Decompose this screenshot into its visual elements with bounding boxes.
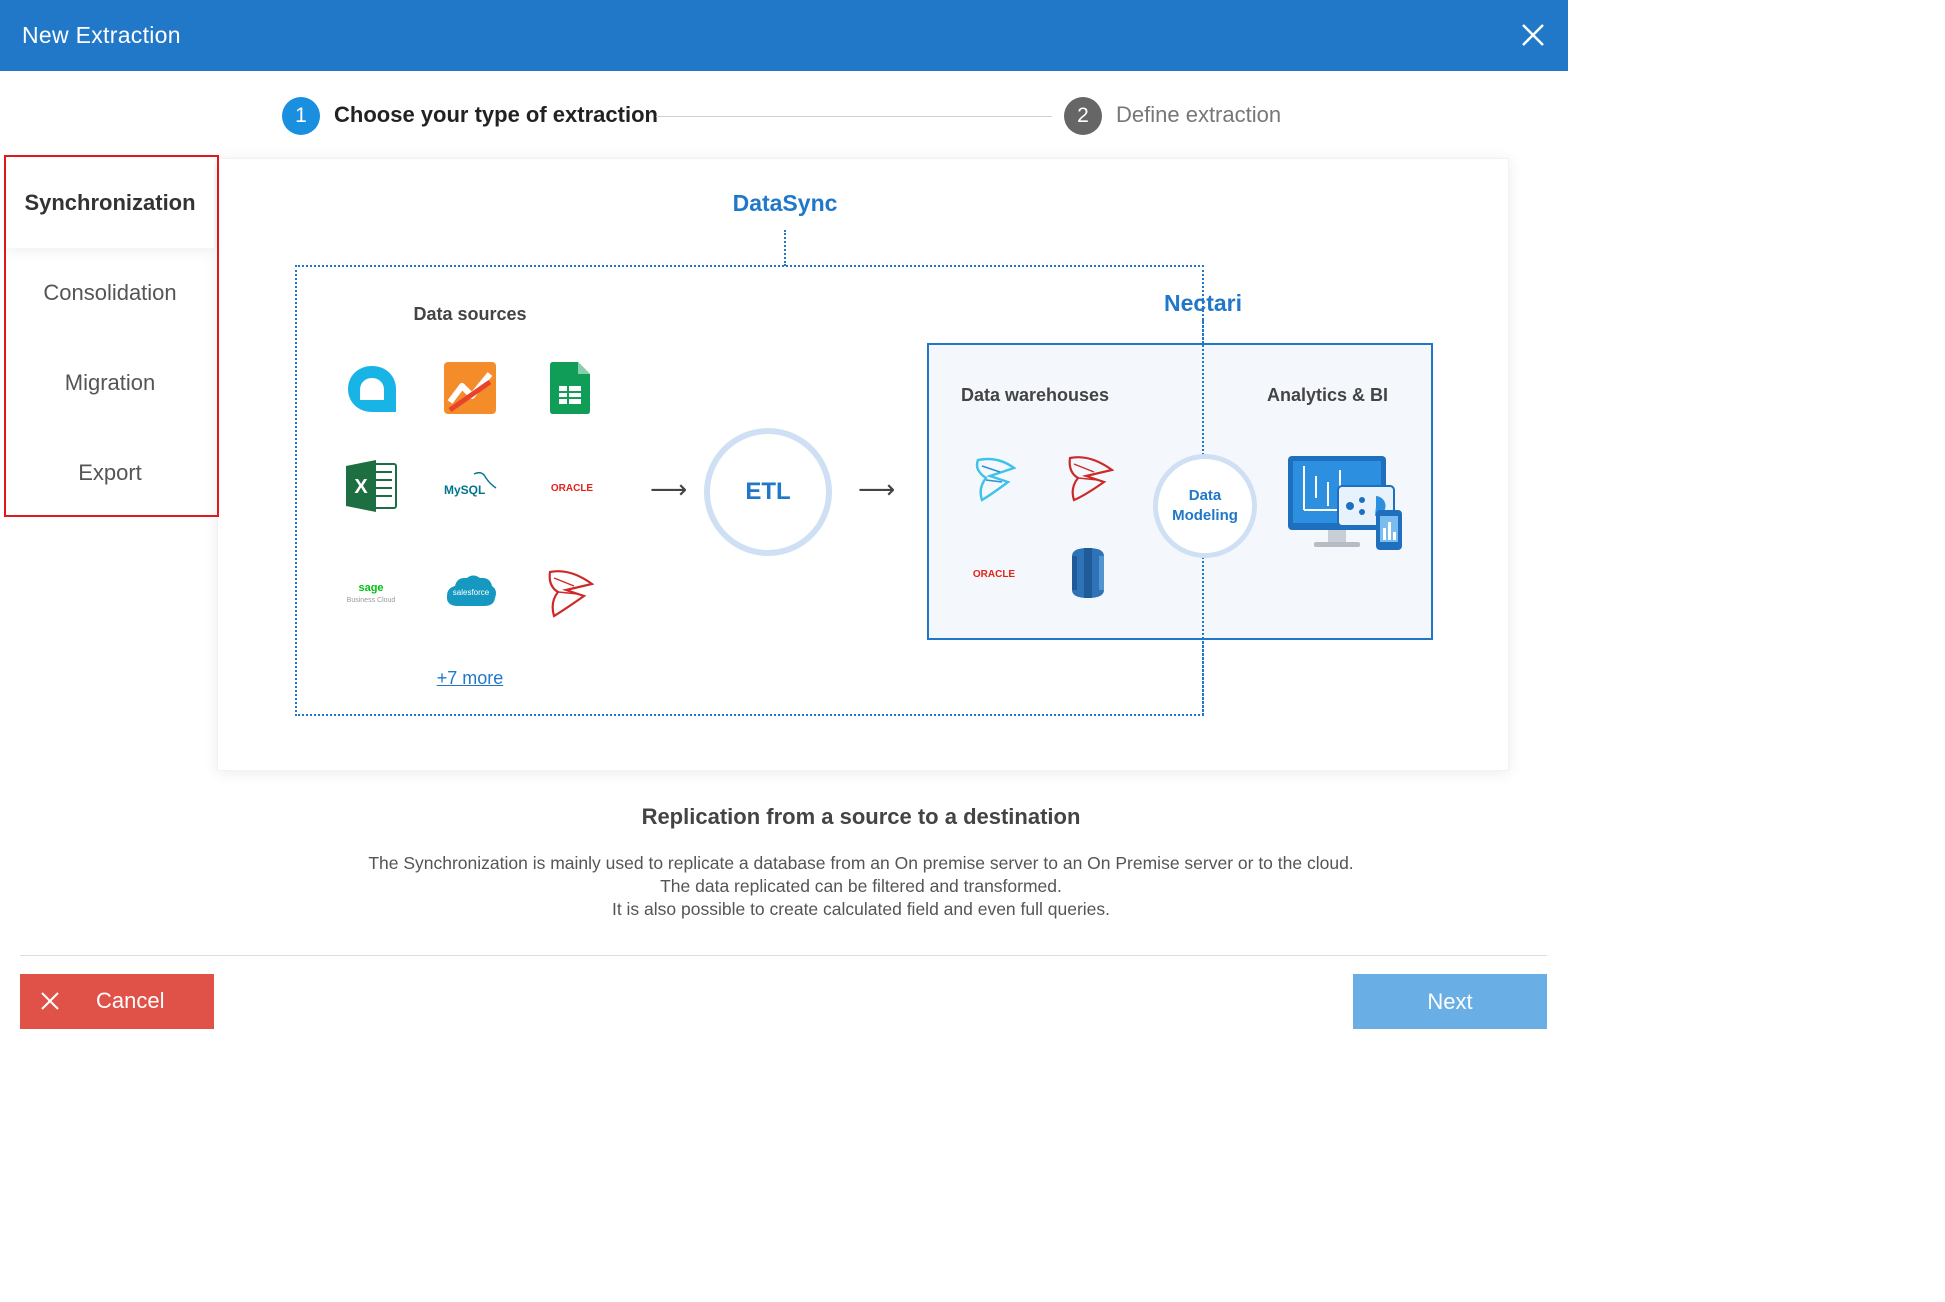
data-modeling-line2: Modeling — [1172, 507, 1238, 524]
description-line-3: It is also possible to create calculated… — [611, 899, 1111, 919]
google-sheets-icon — [550, 362, 590, 414]
etl-node: ETL — [704, 428, 832, 556]
menu-item-export[interactable]: Export — [78, 460, 142, 485]
dialog-title: New Extraction — [22, 22, 181, 48]
close-icon[interactable] — [1518, 20, 1548, 50]
azure-sql-icon — [975, 457, 1017, 502]
sql-server-icon — [548, 570, 594, 618]
svg-text:salesforce: salesforce — [453, 588, 490, 597]
oracle-icon: ORACLE — [551, 483, 594, 494]
data-modeling-node: Data Modeling — [1153, 454, 1257, 558]
next-button[interactable]: Next — [1353, 974, 1547, 1029]
menu-item-migration[interactable]: Migration — [64, 370, 156, 395]
step-2-number: 2 — [1064, 97, 1102, 135]
datasync-connector — [784, 230, 786, 266]
svg-text:sage: sage — [358, 582, 383, 594]
arrow-to-nectari-icon: ⟶ — [858, 474, 896, 504]
cancel-button[interactable]: Cancel — [20, 974, 214, 1029]
dialog-header: New Extraction — [0, 0, 1568, 71]
close-icon — [41, 992, 59, 1010]
oracle-icon: ORACLE — [973, 569, 1016, 580]
mysql-icon: MySQL — [444, 471, 497, 497]
svg-text:ORACLE: ORACLE — [973, 569, 1016, 580]
data-modeling-line1: Data — [1188, 487, 1222, 504]
step-1-number: 1 — [282, 97, 320, 135]
svg-text:MySQL: MySQL — [444, 483, 485, 497]
stepper: 1 Choose your type of extraction 2 Defin… — [0, 71, 1568, 161]
more-sources-link[interactable]: +7 more — [436, 668, 504, 688]
menu-item-consolidation[interactable]: Consolidation — [43, 280, 177, 305]
redshift-icon — [1072, 548, 1104, 598]
salesforce-icon: salesforce — [446, 575, 496, 606]
description-title: Replication from a source to a destinati… — [641, 804, 1081, 829]
extraction-type-menu — [4, 155, 219, 517]
description-line-1: The Synchronization is mainly used to re… — [368, 853, 1354, 873]
acumatica-icon — [348, 366, 396, 412]
dashboard-monitor-icon — [1288, 456, 1402, 550]
excel-icon: X — [346, 460, 397, 512]
data-warehouses-title: Data warehouses — [960, 385, 1110, 405]
svg-text:X: X — [354, 476, 368, 498]
datasync-title: DataSync — [732, 190, 838, 216]
analytics-bi-title: Analytics & BI — [1266, 385, 1389, 405]
menu-item-synchronization[interactable]: Synchronization — [6, 158, 214, 248]
footer-divider — [20, 955, 1547, 956]
svg-text:Business Cloud: Business Cloud — [347, 597, 396, 604]
description-line-2: The data replicated can be filtered and … — [660, 876, 1062, 896]
step-2-label: Define extraction — [1116, 102, 1282, 127]
sage-icon: sage Business Cloud — [347, 582, 396, 604]
arrow-to-etl-icon: ⟶ — [650, 474, 688, 504]
sql-server-icon — [1068, 456, 1114, 502]
analytics-icon — [444, 362, 496, 414]
step-1-label: Choose your type of extraction — [334, 102, 658, 127]
stepper-connector — [656, 116, 1052, 117]
svg-text:ORACLE: ORACLE — [551, 483, 594, 494]
data-sources-title: Data sources — [413, 304, 527, 324]
nectari-title: Nectari — [1164, 290, 1242, 316]
cancel-label: Cancel — [96, 988, 165, 1013]
